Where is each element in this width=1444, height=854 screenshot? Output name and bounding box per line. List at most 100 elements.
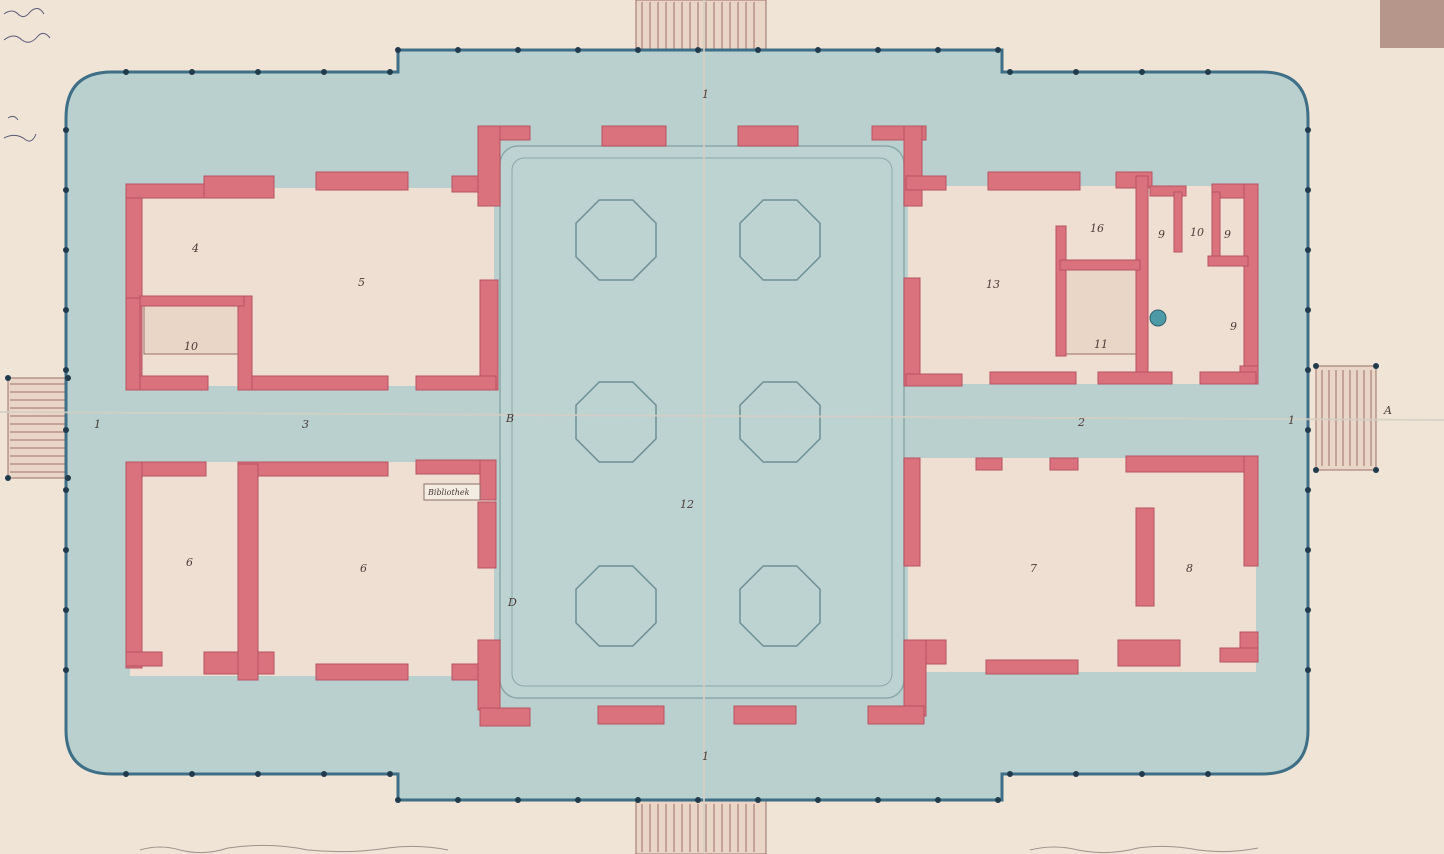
veranda-post	[875, 47, 881, 53]
room-number: 12	[680, 498, 694, 511]
veranda-post	[1205, 771, 1211, 777]
room-number: 1	[94, 418, 101, 431]
room-number: 8	[1186, 562, 1193, 575]
wall-segment	[477, 125, 501, 207]
room-number: 7	[1030, 562, 1037, 575]
veranda-post	[1305, 367, 1311, 373]
room-number: 1	[702, 750, 709, 763]
room-number: 9	[1230, 320, 1237, 333]
corner-stain	[1380, 0, 1444, 48]
wall-segment	[1135, 175, 1149, 373]
veranda-post	[5, 375, 11, 381]
wall-segment	[1055, 225, 1067, 357]
wall-segment	[1173, 191, 1183, 253]
wall-segment	[237, 461, 389, 477]
walls	[125, 125, 1259, 727]
veranda-post	[65, 475, 71, 481]
veranda-post	[1373, 363, 1379, 369]
veranda-post	[387, 771, 393, 777]
wall-segment	[903, 125, 923, 207]
wall-segment	[975, 457, 1003, 471]
wall-segment	[987, 171, 1081, 191]
veranda-post	[1305, 127, 1311, 133]
room-number: 6	[360, 562, 367, 575]
veranda-post	[63, 667, 69, 673]
court-pier	[739, 565, 821, 647]
wall-segment	[733, 705, 797, 725]
veranda-post	[5, 475, 11, 481]
wall-segment	[125, 651, 163, 667]
wall-segment	[989, 371, 1077, 385]
wall-segment	[1243, 455, 1259, 567]
room-number: B	[505, 412, 514, 425]
court-piers	[575, 199, 821, 647]
veranda-post	[635, 797, 641, 803]
veranda-post	[755, 47, 761, 53]
wall-segment	[1117, 639, 1181, 667]
wall-segment	[985, 659, 1079, 675]
wall-segment	[1059, 259, 1141, 271]
room-number: D	[507, 596, 517, 609]
veranda-post	[1313, 467, 1319, 473]
veranda-post	[1073, 69, 1079, 75]
wall-segment	[903, 277, 921, 387]
veranda-post	[63, 427, 69, 433]
room-number: 16	[1090, 222, 1104, 235]
room-number: A	[1383, 404, 1392, 417]
court-inner-border	[511, 157, 893, 687]
interior-stairs	[143, 269, 1167, 355]
veranda-post	[1373, 467, 1379, 473]
wall-segment	[1219, 647, 1259, 663]
veranda-post	[189, 771, 195, 777]
wall-segment	[125, 297, 141, 391]
wall-segment	[1097, 371, 1173, 385]
veranda-post	[995, 797, 1001, 803]
room-number: 6	[186, 556, 193, 569]
veranda-post	[123, 69, 129, 75]
veranda-post	[63, 607, 69, 613]
wall-segment	[479, 459, 497, 501]
wall-segment	[601, 125, 667, 147]
room-number: 13	[986, 278, 1000, 291]
room-number: 1	[702, 88, 709, 101]
veranda-post	[1305, 487, 1311, 493]
wall-segment	[867, 705, 925, 725]
wall-segment	[315, 171, 409, 191]
veranda-post	[1007, 69, 1013, 75]
door-tag-text: Bibliothek	[427, 488, 470, 497]
veranda-posts	[5, 47, 1379, 803]
court-pier	[575, 199, 657, 281]
wall-segment	[1135, 507, 1155, 607]
veranda-post	[321, 771, 327, 777]
veranda-post	[123, 771, 129, 777]
wall-segment	[737, 125, 799, 147]
veranda-post	[515, 47, 521, 53]
right-stair	[1315, 365, 1377, 471]
stair-left-wing	[143, 301, 241, 355]
veranda-post	[1305, 307, 1311, 313]
wall-segment	[139, 295, 245, 307]
room-number: 10	[184, 340, 198, 353]
veranda-post	[515, 797, 521, 803]
veranda-post	[695, 47, 701, 53]
veranda-post	[1073, 771, 1079, 777]
left-stair	[7, 377, 69, 479]
veranda-post	[1305, 607, 1311, 613]
wall-segment	[1243, 183, 1259, 385]
veranda-post	[815, 797, 821, 803]
bottom-handwriting	[139, 844, 1259, 854]
veranda-post	[395, 47, 401, 53]
veranda-post	[255, 69, 261, 75]
veranda-post	[455, 47, 461, 53]
wall-segment	[237, 375, 389, 391]
veranda-post	[695, 797, 701, 803]
court-pier	[575, 381, 657, 463]
room-top-left	[130, 188, 494, 386]
veranda-post	[63, 367, 69, 373]
veranda-post	[395, 797, 401, 803]
veranda-post	[65, 375, 71, 381]
wall-segment	[415, 375, 497, 391]
room-number: 2	[1077, 416, 1085, 429]
veranda-post	[63, 307, 69, 313]
